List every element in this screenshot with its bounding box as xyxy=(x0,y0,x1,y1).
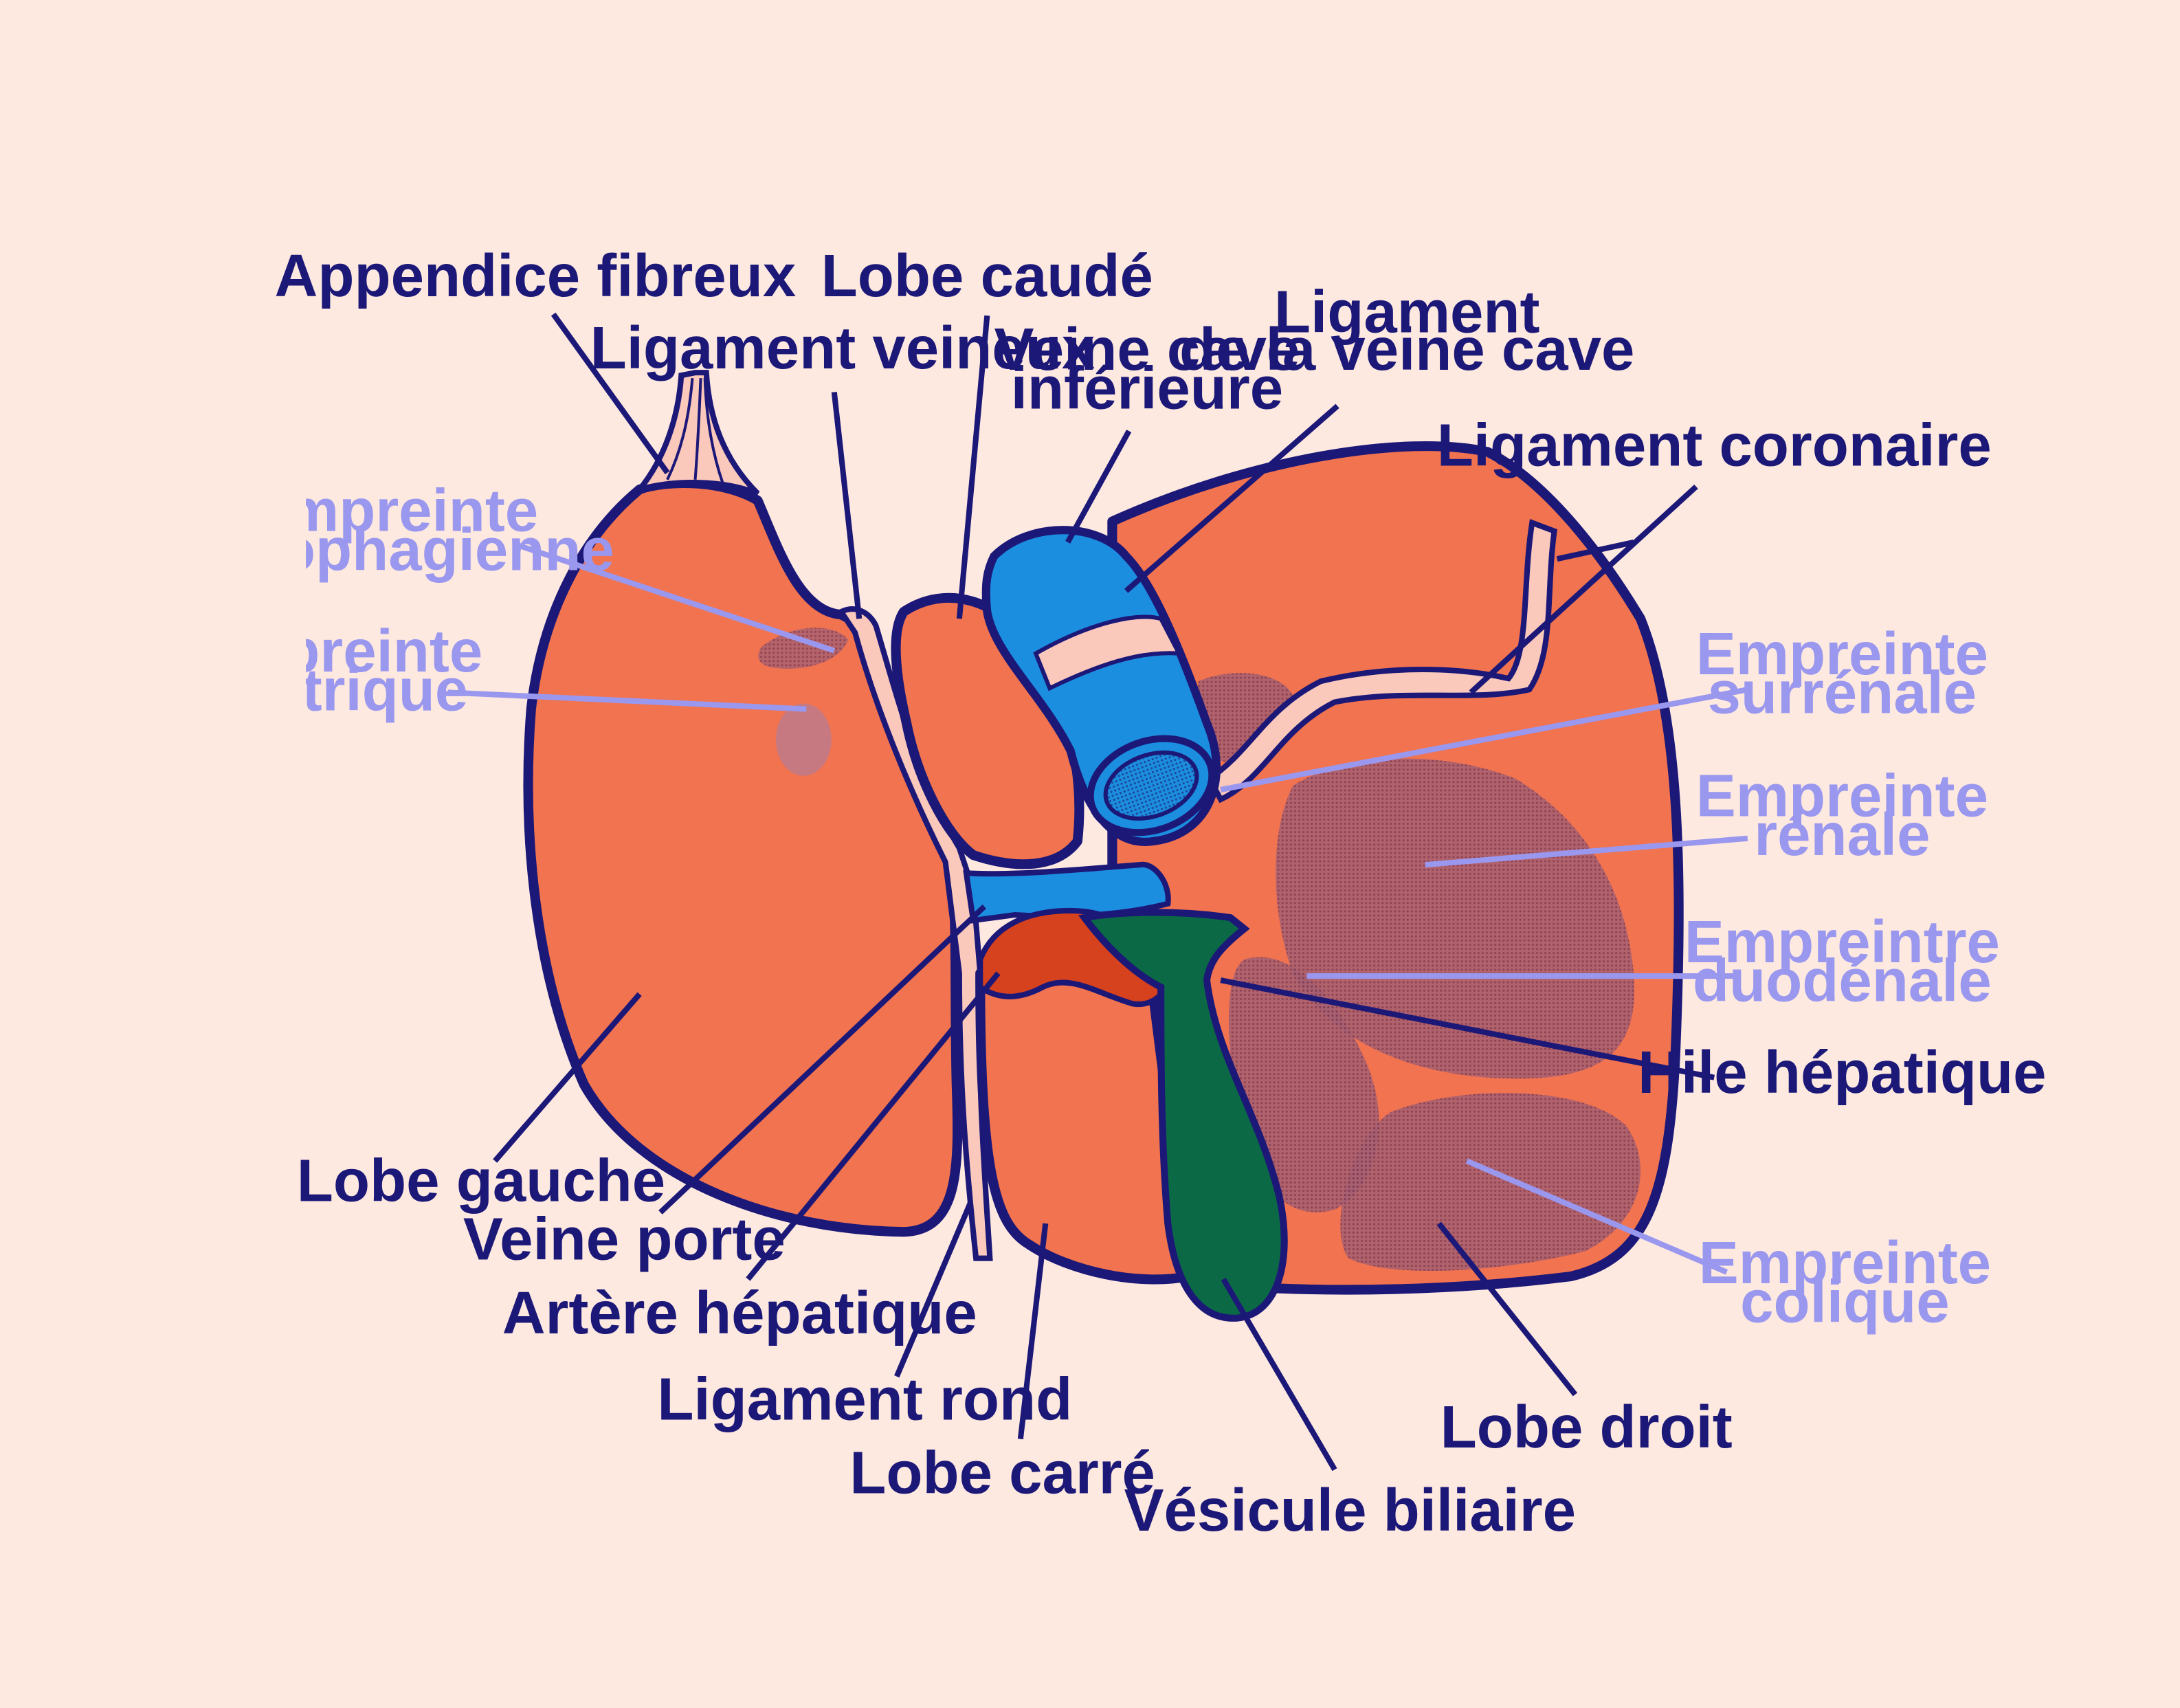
label-empreinte-renale-1: Empreinte xyxy=(1696,762,1988,829)
label-empreinte-duodenale-2: duodénale xyxy=(1693,947,1992,1014)
label-empreinte-renale-2: rénale xyxy=(1754,801,1930,868)
venous-ligament-shape xyxy=(837,606,993,1261)
label-veine-porte: Veine porte xyxy=(463,1206,786,1273)
label-empreinte-surrenale-1: Empreinte xyxy=(1696,621,1988,687)
label-lobe-gauche: Lobe gauche xyxy=(297,1148,665,1215)
label-empreinte-oesophagienne-1: Empreinte xyxy=(246,478,538,544)
coronary-ligament xyxy=(1205,519,1558,803)
label-empreinte-gastrique-1: Empreinte xyxy=(190,618,482,685)
label-hile-hepatique: Hile hépatique xyxy=(1638,1039,2046,1106)
label-empreinte-colique-2: colique xyxy=(1740,1269,1949,1335)
label-artere-hepatique: Artère hépatique xyxy=(502,1280,977,1346)
label-empreinte-gastrique-2: gastrique xyxy=(199,657,468,724)
label-ligament-coronaire: Ligament coronaire xyxy=(1437,412,1992,479)
quadrate-lobe-shape xyxy=(975,963,1194,1285)
label-ligament-rond: Ligament rond xyxy=(657,1366,1072,1432)
label-appendice-fibreux: Appendice fibreux xyxy=(275,243,797,309)
label-veine-cave-1: Veine cave xyxy=(994,316,1300,383)
label-vesicule-biliaire: Vésicule biliaire xyxy=(1124,1477,1576,1544)
label-lobe-droit: Lobe droit xyxy=(1441,1394,1733,1461)
label-empreinte-oesophagienne-2: œsophagienne xyxy=(189,516,614,583)
label-ligament-veine-cave-1: Ligament xyxy=(1274,278,1540,345)
gastric-impression xyxy=(775,703,832,776)
label-empreinte-surrenale-2: surrénale xyxy=(1708,660,1977,727)
label-lobe-caude: Lobe caudé xyxy=(821,243,1153,309)
label-empreinte-colique-1: Empreinte xyxy=(1699,1230,1991,1296)
gallbladder-shape xyxy=(1078,909,1288,1322)
label-lobe-carre: Lobe carré xyxy=(849,1440,1155,1507)
esophageal-impression xyxy=(758,628,849,669)
label-empreinte-duodenale-1: Empreintre xyxy=(1684,909,2000,975)
left-lobe-shape xyxy=(523,478,963,1237)
colic-impression xyxy=(1340,1093,1641,1271)
renal-impression xyxy=(1276,758,1635,1079)
label-veine-cave-2: inférieure xyxy=(1011,355,1283,422)
label-ligament-veine-cave-2: de la veine cave xyxy=(1179,316,1634,383)
label-ligament-veineux: Ligament veineux xyxy=(590,315,1095,381)
